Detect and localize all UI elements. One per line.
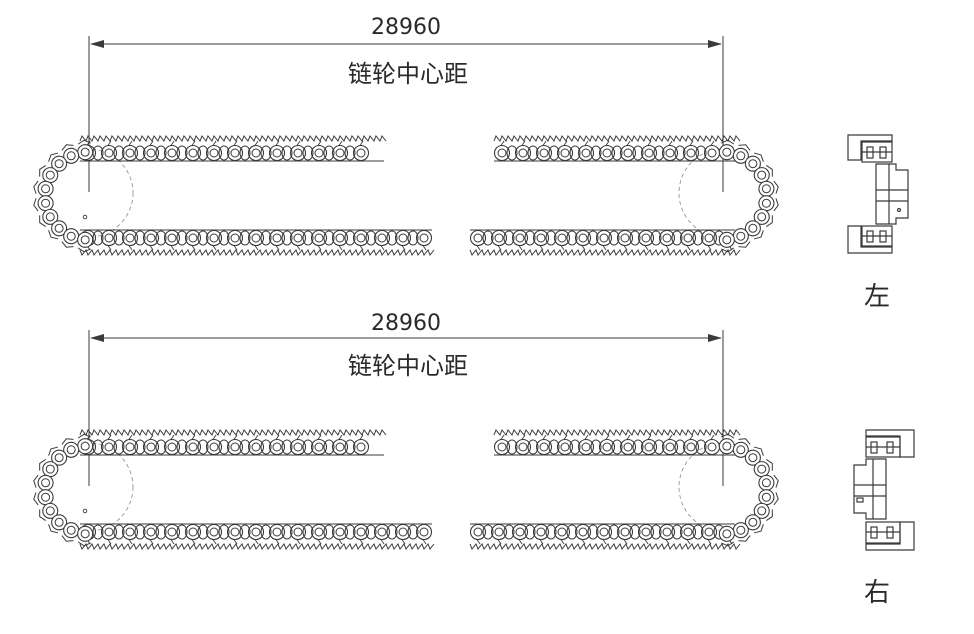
- left-side-section: [847, 134, 909, 254]
- top-chain-view: 28960 链轮中心距: [33, 15, 779, 256]
- bottom-dimension-value: 28960: [371, 311, 441, 336]
- right-side-label: 右: [864, 578, 890, 608]
- bottom-chain-art: [33, 429, 779, 550]
- top-dimension-caption: 链轮中心距: [348, 60, 468, 88]
- bottom-chain-view: 28960 链轮中心距: [33, 311, 779, 550]
- left-side-label: 左: [864, 282, 890, 312]
- top-dimension-value: 28960: [371, 15, 441, 40]
- right-side-profile: 右: [853, 429, 915, 608]
- left-side-profile: 左: [847, 134, 909, 312]
- right-side-section: [853, 429, 915, 551]
- top-chain-art: [33, 135, 779, 256]
- bottom-dimension-caption: 链轮中心距: [348, 352, 468, 380]
